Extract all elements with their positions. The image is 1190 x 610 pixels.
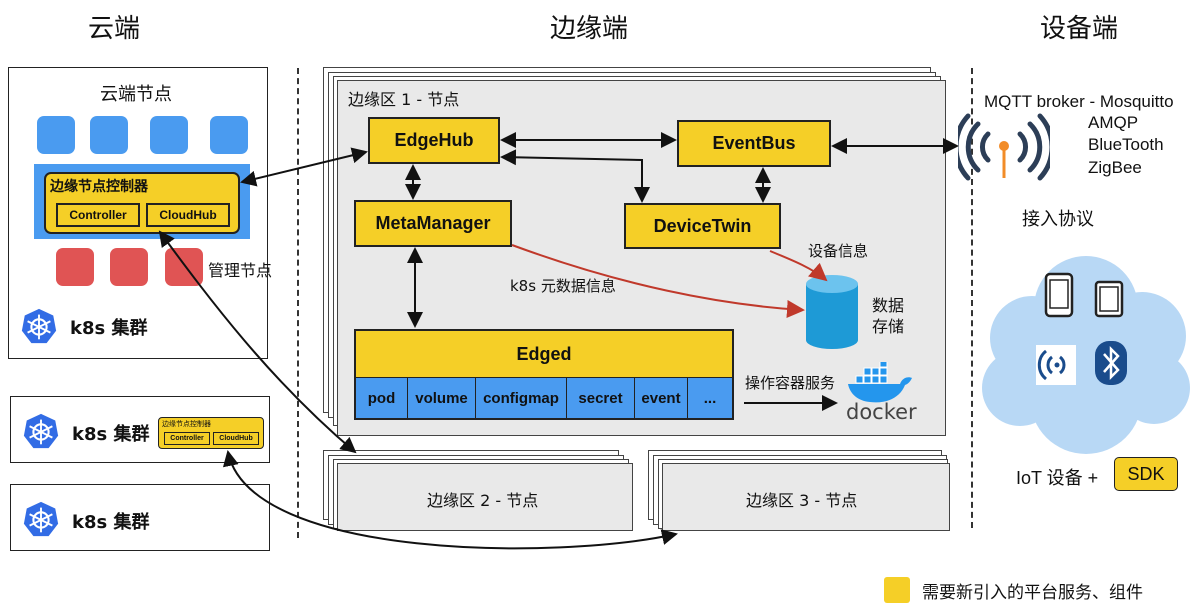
cloudhub-button: CloudHub <box>146 203 230 227</box>
k8s-icon <box>23 413 59 449</box>
edge-zone-2-title: 边缘区 2 - 节点 <box>427 491 539 510</box>
storage-label-2: 存储 <box>872 317 905 336</box>
cloud-node-square <box>90 116 128 154</box>
iot-device-label: IoT 设备 + <box>1016 468 1099 488</box>
sdk-box: SDK <box>1114 457 1178 491</box>
k8s-icon <box>21 308 57 344</box>
device-cloud-icon <box>982 256 1190 454</box>
k8s-cluster-label: k8s 集群 <box>72 512 150 533</box>
antenna-icon <box>958 113 1050 181</box>
cloud-header: 云端 <box>88 14 141 44</box>
tablet-icon <box>1094 280 1124 318</box>
access-protocol-label: 接入协议 <box>1022 209 1094 230</box>
edge-zone-3 <box>662 463 950 531</box>
storage-label-1: 数据 <box>872 296 905 315</box>
controller-button: Controller <box>56 203 140 227</box>
edge-controller-title: 边缘节点控制器 <box>50 179 148 195</box>
storage-cylinder-icon <box>806 275 858 349</box>
edge-zone-3-title: 边缘区 3 - 节点 <box>746 491 858 510</box>
protocol-amqp: AMQP <box>1088 113 1139 132</box>
k8s-icon <box>23 501 59 537</box>
bluetooth-icon <box>1095 341 1127 385</box>
manage-node-square <box>110 248 148 286</box>
docker-op-label: 操作容器服务 <box>745 374 836 392</box>
cloud-node-title: 云端节点 <box>100 84 172 105</box>
mini-cloudhub-button: CloudHub <box>213 432 259 445</box>
eventbus-box: EventBus <box>677 120 831 167</box>
docker-text: docker <box>846 400 917 424</box>
k8s-cluster-label: k8s 集群 <box>70 318 148 339</box>
cloud-node-square <box>150 116 188 154</box>
legend-swatch <box>884 577 910 603</box>
manage-node-square <box>165 248 203 286</box>
edged-box: Edged <box>354 329 734 379</box>
mqtt-label: MQTT broker - Mosquitto <box>984 92 1174 111</box>
edge-zone-1-title: 边缘区 1 - 节点 <box>348 90 460 109</box>
k8s-cluster-label: k8s 集群 <box>72 424 150 445</box>
devicetwin-box: DeviceTwin <box>624 203 781 249</box>
protocol-zigbee: ZigBee <box>1088 158 1142 177</box>
edgehub-box: EdgeHub <box>368 117 500 164</box>
cloud-node-square <box>37 116 75 154</box>
metamanager-box: MetaManager <box>354 200 512 247</box>
device-info-label: 设备信息 <box>808 242 869 260</box>
edge-header: 边缘端 <box>550 14 629 44</box>
divider-right <box>971 68 973 528</box>
docker-icon <box>848 362 912 403</box>
protocol-bluetooth: BlueTooth <box>1088 135 1164 154</box>
mini-controller-button: Controller <box>164 432 210 445</box>
divider-left <box>297 68 299 538</box>
cloud-node-square <box>210 116 248 154</box>
edged-item-configmap: configmap <box>476 378 567 418</box>
mini-controller-title: 边缘节点控制器 <box>162 420 211 428</box>
phone-icon <box>1044 272 1074 318</box>
device-header: 设备端 <box>1040 14 1119 44</box>
edged-item-secret: secret <box>567 378 635 418</box>
legend-text: 需要新引入的平台服务、组件 <box>922 583 1143 603</box>
edged-item-more: ... <box>688 378 732 418</box>
manage-node-square <box>56 248 94 286</box>
meta-info-label: k8s 元数据信息 <box>510 277 616 295</box>
wireless-icon <box>1036 345 1076 385</box>
edged-item-pod: pod <box>356 378 408 418</box>
cloud-node-box <box>8 67 268 359</box>
manage-node-label: 管理节点 <box>208 261 273 280</box>
edged-item-volume: volume <box>408 378 476 418</box>
edged-item-event: event <box>635 378 688 418</box>
